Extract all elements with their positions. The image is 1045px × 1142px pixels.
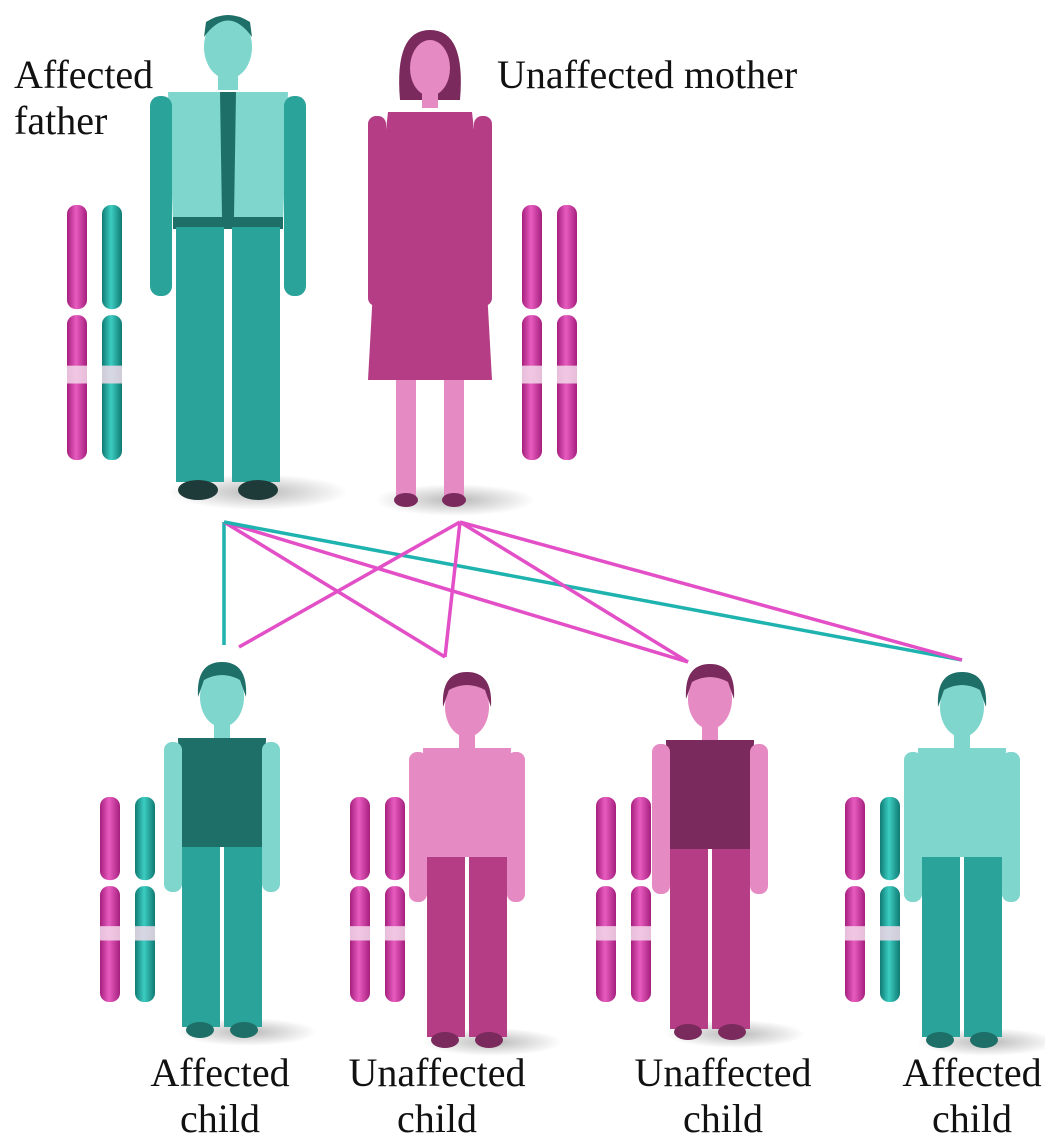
father-label-line2: father: [14, 98, 153, 144]
father-label-line1: Affected: [14, 52, 153, 98]
child-3-label: Unaffected child: [613, 1050, 833, 1142]
father-chromosome-2: [102, 205, 122, 460]
child-1-figure: [164, 662, 317, 1046]
child-3-figure: [652, 664, 805, 1048]
child-1-label: Affected child: [110, 1050, 330, 1142]
child-2-label: Unaffected child: [327, 1050, 547, 1142]
child-2-chromosome-1: [350, 797, 370, 1002]
child-1-chromosome-1: [100, 797, 120, 1002]
father-label: Affected father: [14, 52, 153, 144]
child-4-figure: [904, 672, 1045, 1056]
child-2-figure: [409, 672, 562, 1056]
mother-chromosome-1: [522, 205, 542, 460]
mother-line-3: [460, 522, 688, 662]
affected-father-figure: [150, 15, 348, 510]
child-3-chromosome-1: [596, 797, 616, 1002]
child-4-label: Affected child: [862, 1050, 1045, 1142]
inheritance-lines: [224, 522, 962, 662]
mother-chromosome-2: [557, 205, 577, 460]
mother-label: Unaffected mother: [497, 52, 797, 98]
father-chromosome-1: [67, 205, 87, 460]
child-4-chromosome-2: [880, 797, 900, 1002]
mother-label-text: Unaffected mother: [497, 52, 797, 98]
mother-line-4: [460, 522, 962, 660]
child-2-chromosome-2: [385, 797, 405, 1002]
child-3-chromosome-2: [631, 797, 651, 1002]
child-4-chromosome-1: [845, 797, 865, 1002]
child-1-chromosome-2: [135, 797, 155, 1002]
unaffected-mother-figure: [368, 30, 535, 516]
